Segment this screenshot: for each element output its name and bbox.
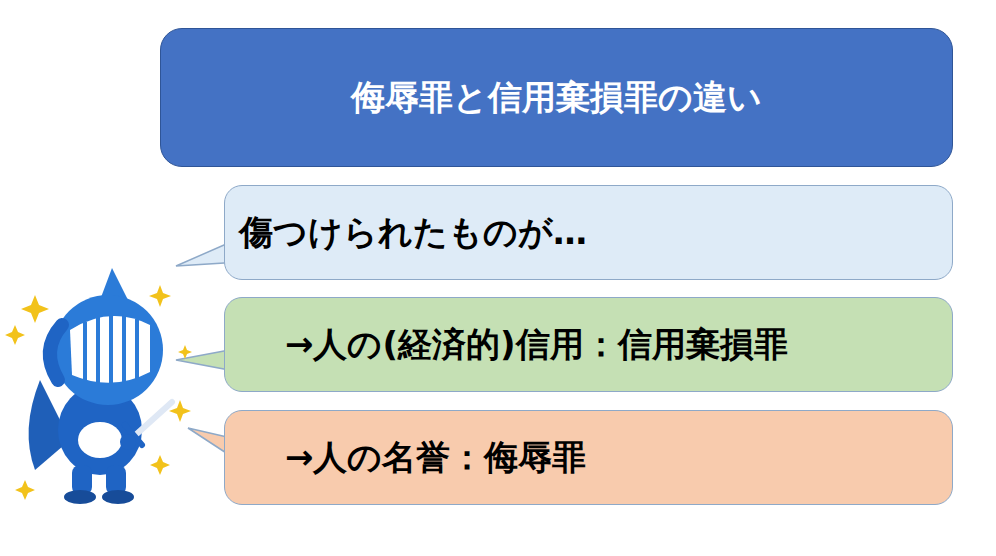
title-text: 侮辱罪と信用棄損罪の違い xyxy=(351,77,762,118)
speech-bubble: →人の名誉：侮辱罪 xyxy=(224,410,953,505)
speech-bubble: →人の(経済的)信用：信用棄損罪 xyxy=(224,297,953,392)
bubble-text: →人の(経済的)信用：信用棄損罪 xyxy=(285,324,788,365)
knight-mascot xyxy=(5,268,192,504)
bubble-text: →人の名誉：侮辱罪 xyxy=(285,437,587,478)
bubble-text: 傷つけられたものが… xyxy=(239,212,587,253)
speech-bubble: 傷つけられたものが… xyxy=(224,185,953,280)
title-banner: 侮辱罪と信用棄損罪の違い xyxy=(160,28,953,167)
